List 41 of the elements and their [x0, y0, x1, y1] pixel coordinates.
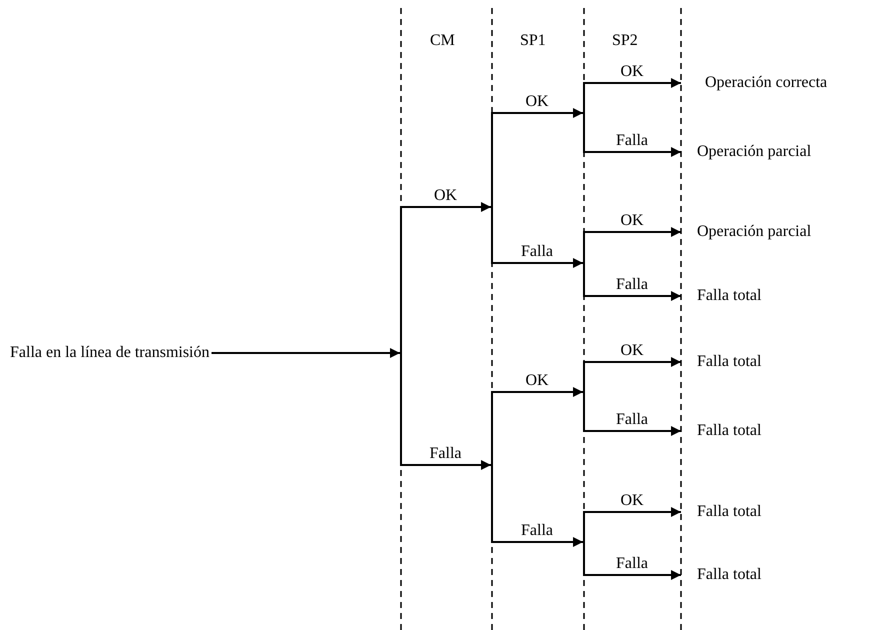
edge-label: Falla [430, 445, 462, 463]
edge-label: OK [620, 342, 644, 360]
outcome-label: Falla total [697, 502, 762, 522]
outcome-label: Falla total [697, 565, 762, 585]
edge-label: Falla [521, 522, 553, 540]
column-header: SP2 [612, 32, 638, 50]
arrow [583, 78, 681, 88]
edge-label: Falla [616, 276, 648, 294]
column-header: CM [430, 32, 455, 50]
edge-label: Falla [521, 243, 553, 261]
initiating-event: Falla en la línea de transmisión [10, 343, 210, 363]
arrow [583, 291, 681, 301]
arrow [583, 426, 681, 436]
arrow [491, 537, 583, 547]
arrow [212, 348, 400, 358]
arrow [491, 258, 583, 268]
outcome-label: Falla total [697, 352, 762, 372]
edge-label: OK [620, 63, 644, 81]
edge-label: Falla [616, 555, 648, 573]
outcome-label: Falla total [697, 286, 762, 306]
edge-label: OK [525, 93, 549, 111]
arrow [491, 387, 583, 397]
arrow [583, 147, 681, 157]
edge-label: OK [620, 492, 644, 510]
column-header: SP1 [520, 32, 546, 50]
outcome-label: Operación correcta [705, 73, 828, 93]
edge-label: Falla [616, 132, 648, 150]
outcome-label: Operación parcial [697, 222, 812, 242]
arrow [491, 108, 583, 118]
arrow [400, 460, 491, 470]
arrow [583, 357, 681, 367]
arrow [583, 507, 681, 517]
arrow [400, 202, 491, 212]
edge-label: OK [525, 372, 549, 390]
edge-label: OK [620, 212, 644, 230]
outcome-label: Operación parcial [697, 142, 812, 162]
edge-label: Falla [616, 411, 648, 429]
arrow [583, 570, 681, 580]
arrow [583, 227, 681, 237]
outcome-label: Falla total [697, 421, 762, 441]
edge-label: OK [434, 187, 458, 205]
